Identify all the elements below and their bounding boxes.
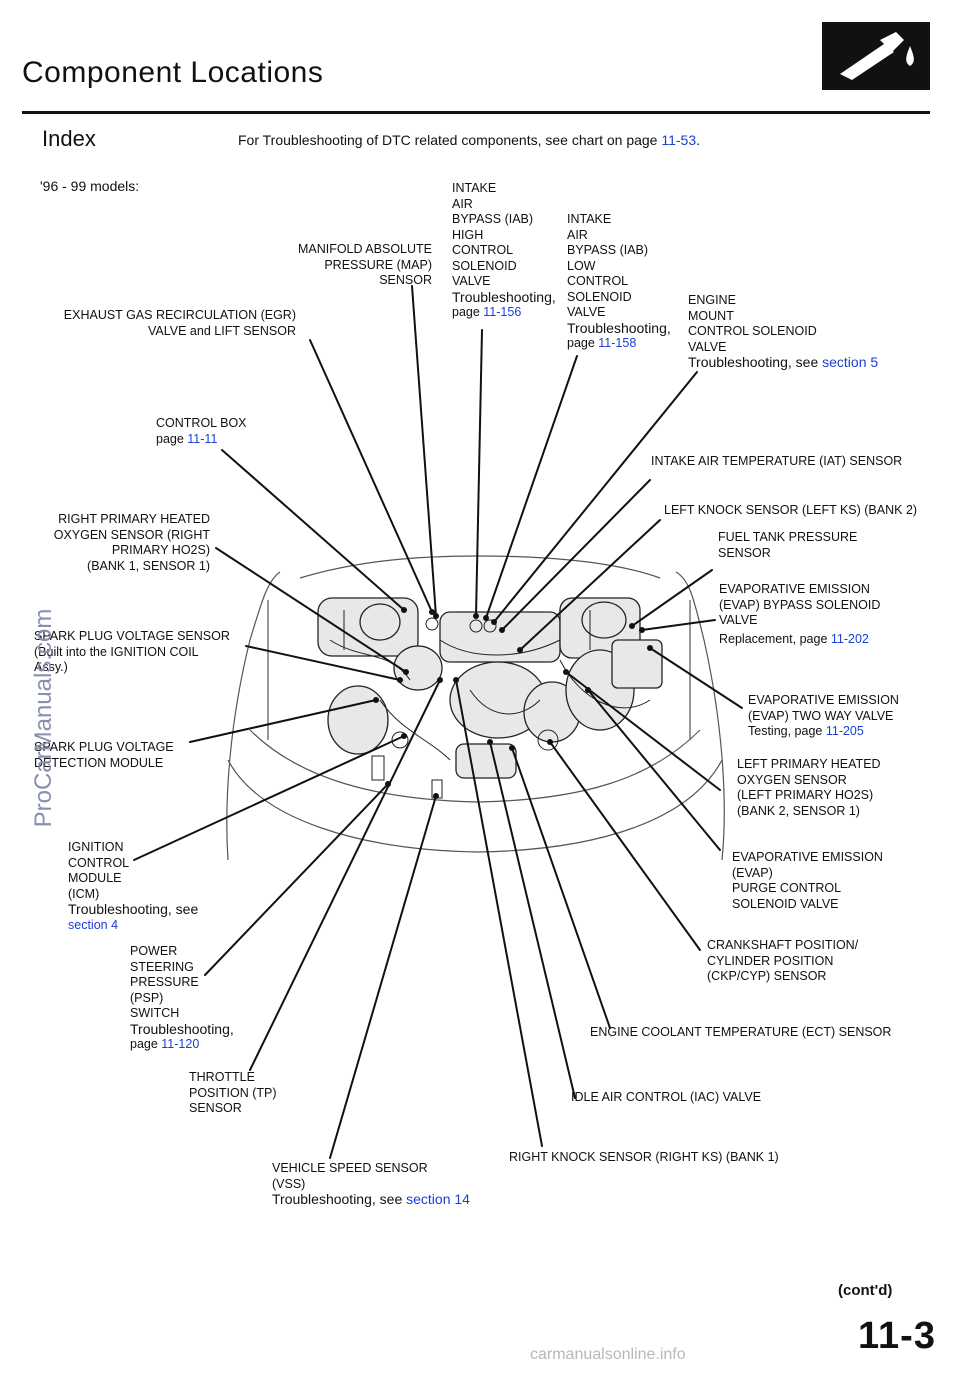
continued-label: (cont'd) bbox=[838, 1282, 893, 1299]
watermark-side: ProCarManuals.com bbox=[30, 608, 57, 828]
label-evap-bypass: EVAPORATIVE EMISSION(EVAP) BYPASS SOLENO… bbox=[719, 582, 881, 646]
section-link[interactable]: section 5 bbox=[822, 354, 879, 370]
models-label: '96 - 99 models: bbox=[40, 178, 140, 194]
label-iac-valve: IDLE AIR CONTROL (IAC) VALVE bbox=[571, 1090, 762, 1104]
fuel-nozzle-icon bbox=[822, 22, 930, 90]
label-left-knock-sensor: LEFT KNOCK SENSOR (LEFT KS) (BANK 2) bbox=[664, 503, 918, 517]
section-link[interactable]: section 14 bbox=[406, 1191, 470, 1207]
label-ect-sensor: ENGINE COOLANT TEMPERATURE (ECT) SENSOR bbox=[590, 1025, 892, 1039]
title-rule bbox=[22, 111, 930, 114]
page-link[interactable]: 11-202 bbox=[830, 631, 869, 646]
page-link[interactable]: 11-53 bbox=[661, 132, 697, 148]
label-evap-two-way: EVAPORATIVE EMISSION(EVAP) TWO WAY VALVE… bbox=[748, 693, 899, 738]
watermark-bottom: carmanualsonline.info bbox=[530, 1346, 686, 1363]
label-spark-plug-sensor: SPARK PLUG VOLTAGE SENSOR(Built into the… bbox=[34, 629, 230, 674]
leader-arrowheads bbox=[373, 607, 653, 799]
page-link[interactable]: 11-156 bbox=[483, 305, 522, 319]
label-vss: VEHICLE SPEED SENSOR(VSS) Troubleshootin… bbox=[272, 1161, 470, 1207]
label-iat-sensor: INTAKE AIR TEMPERATURE (IAT) SENSOR bbox=[651, 454, 903, 468]
page-title: Component Locations bbox=[22, 56, 324, 89]
section-link[interactable]: section 4 bbox=[68, 917, 119, 932]
page-link[interactable]: 11-120 bbox=[161, 1037, 200, 1051]
leader-lines bbox=[133, 285, 743, 1159]
page-link[interactable]: 11-158 bbox=[598, 336, 637, 350]
page-link[interactable]: 11-11 bbox=[187, 431, 218, 446]
section-heading: Index bbox=[42, 126, 96, 151]
label-control-box: CONTROL BOX page 11-11 bbox=[156, 416, 247, 446]
label-egr-valve: EXHAUST GAS RECIRCULATION (EGR)VALVE and… bbox=[63, 308, 296, 338]
label-right-knock-sensor: RIGHT KNOCK SENSOR (RIGHT KS) (BANK 1) bbox=[509, 1150, 779, 1164]
label-ckp-sensor: CRANKSHAFT POSITION/CYLINDER POSITION(CK… bbox=[707, 938, 859, 983]
dtc-note: For Troubleshooting of DTC related compo… bbox=[238, 132, 701, 148]
page-link[interactable]: 11-205 bbox=[825, 724, 864, 738]
page-number: 11-3 bbox=[858, 1315, 936, 1357]
